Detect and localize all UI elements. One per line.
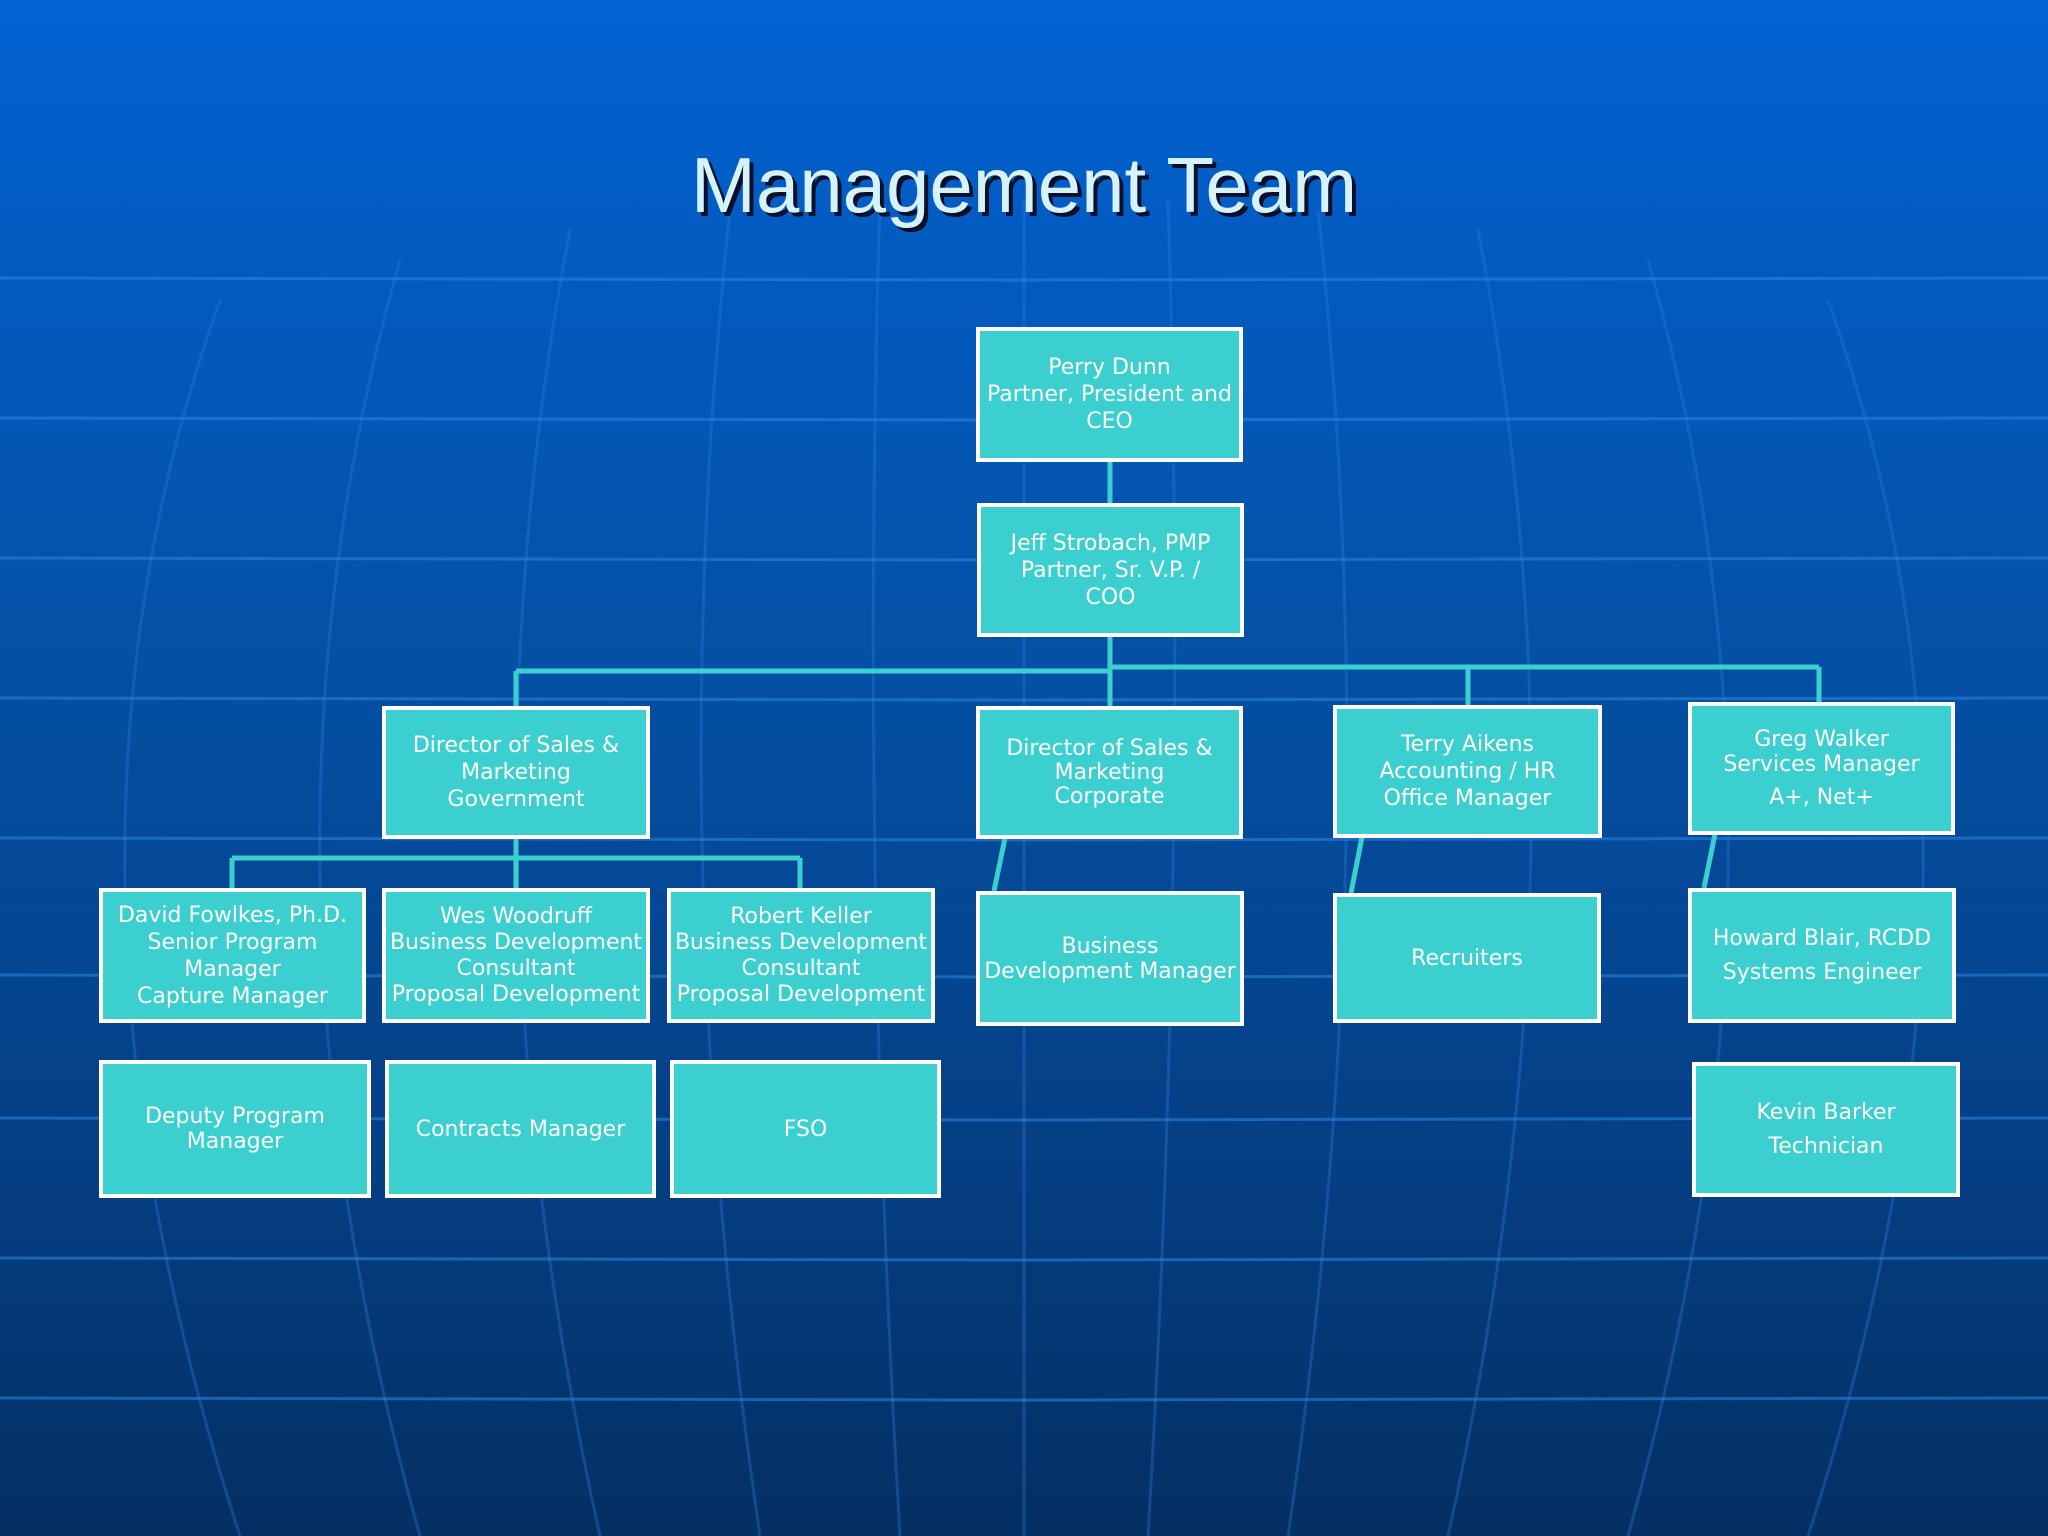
box-name: Robert Keller — [730, 903, 872, 929]
box-title: Consultant — [456, 955, 576, 981]
box-title: Business Development — [674, 929, 928, 955]
box-name: David Fowlkes, Ph.D. — [117, 902, 348, 928]
org-box-services: Greg Walker Services Manager A+, Net+ — [1688, 702, 1955, 835]
org-box-technician: Kevin Barker Technician — [1692, 1062, 1960, 1197]
box-name: Wes Woodruff — [440, 903, 592, 929]
org-box-fso: FSO — [670, 1060, 941, 1198]
box-title: Recruiters — [1411, 945, 1523, 971]
box-name: Terry Aikens — [1400, 732, 1534, 757]
box-title: A+, Net+ — [1769, 785, 1874, 810]
box-title: Technician — [1768, 1133, 1884, 1159]
box-name: Kevin Barker — [1756, 1099, 1896, 1125]
org-box-contracts-manager: Contracts Manager — [385, 1060, 656, 1198]
box-name: Greg Walker — [1754, 727, 1889, 752]
org-box-director-government: Director of Sales & Marketing Government — [382, 706, 650, 839]
box-title: Accounting / HR — [1379, 759, 1556, 784]
box-title: Office Manager — [1383, 786, 1552, 811]
box-title: Director of Sales & — [1006, 735, 1213, 761]
org-box-deputy-program-manager: Deputy Program Manager — [99, 1060, 371, 1198]
box-title: Development Manager — [984, 958, 1236, 984]
box-title: Deputy Program — [145, 1104, 325, 1129]
box-title: Systems Engineer — [1722, 959, 1922, 985]
box-title: FSO — [783, 1116, 828, 1142]
org-box-director-corporate: Director of Sales & Marketing Corporate — [976, 706, 1243, 839]
box-title: Government — [447, 787, 585, 812]
box-title: Marketing — [1054, 759, 1165, 785]
org-box-systems-engineer: Howard Blair, RCDD Systems Engineer — [1688, 888, 1956, 1023]
box-title: Business — [1061, 933, 1159, 959]
org-box-bd-woodruff: Wes Woodruff Business Development Consul… — [382, 888, 650, 1023]
box-title: Marketing — [461, 760, 571, 785]
org-box-recruiters: Recruiters — [1333, 893, 1601, 1023]
box-title: CEO — [1086, 409, 1133, 434]
org-box-accounting: Terry Aikens Accounting / HR Office Mana… — [1333, 705, 1602, 838]
box-title: Corporate — [1054, 783, 1165, 809]
box-title: COO — [1085, 584, 1136, 610]
org-box-senior-program-manager: David Fowlkes, Ph.D. Senior Program Mana… — [99, 888, 366, 1023]
box-title: Consultant — [741, 955, 861, 981]
box-title: Manager — [184, 956, 281, 982]
box-title: Manager — [186, 1129, 284, 1154]
box-title: Capture Manager — [137, 983, 328, 1009]
box-title: Contracts Manager — [415, 1116, 626, 1142]
box-title: Proposal Development — [676, 981, 926, 1007]
org-box-bd-keller: Robert Keller Business Development Consu… — [667, 888, 935, 1023]
slide-title: Management Team — [690, 141, 1358, 229]
org-box-coo: Jeff Strobach, PMP Partner, Sr. V.P. / C… — [977, 503, 1244, 637]
org-box-ceo: Perry Dunn Partner, President and CEO — [976, 327, 1243, 462]
box-name: Jeff Strobach, PMP — [1010, 530, 1211, 556]
box-name: Perry Dunn — [1048, 355, 1171, 380]
box-title: Business Development — [389, 929, 643, 955]
box-title: Partner, Sr. V.P. / — [1020, 557, 1201, 583]
box-title: Partner, President and — [987, 382, 1232, 407]
box-title: Director of Sales & — [412, 733, 620, 758]
box-title: Proposal Development — [391, 981, 641, 1007]
box-title: Senior Program — [147, 929, 318, 955]
box-name: Howard Blair, RCDD — [1712, 925, 1932, 951]
box-title: Services Manager — [1723, 752, 1920, 777]
org-box-bd-manager: Business Development Manager — [976, 891, 1244, 1026]
